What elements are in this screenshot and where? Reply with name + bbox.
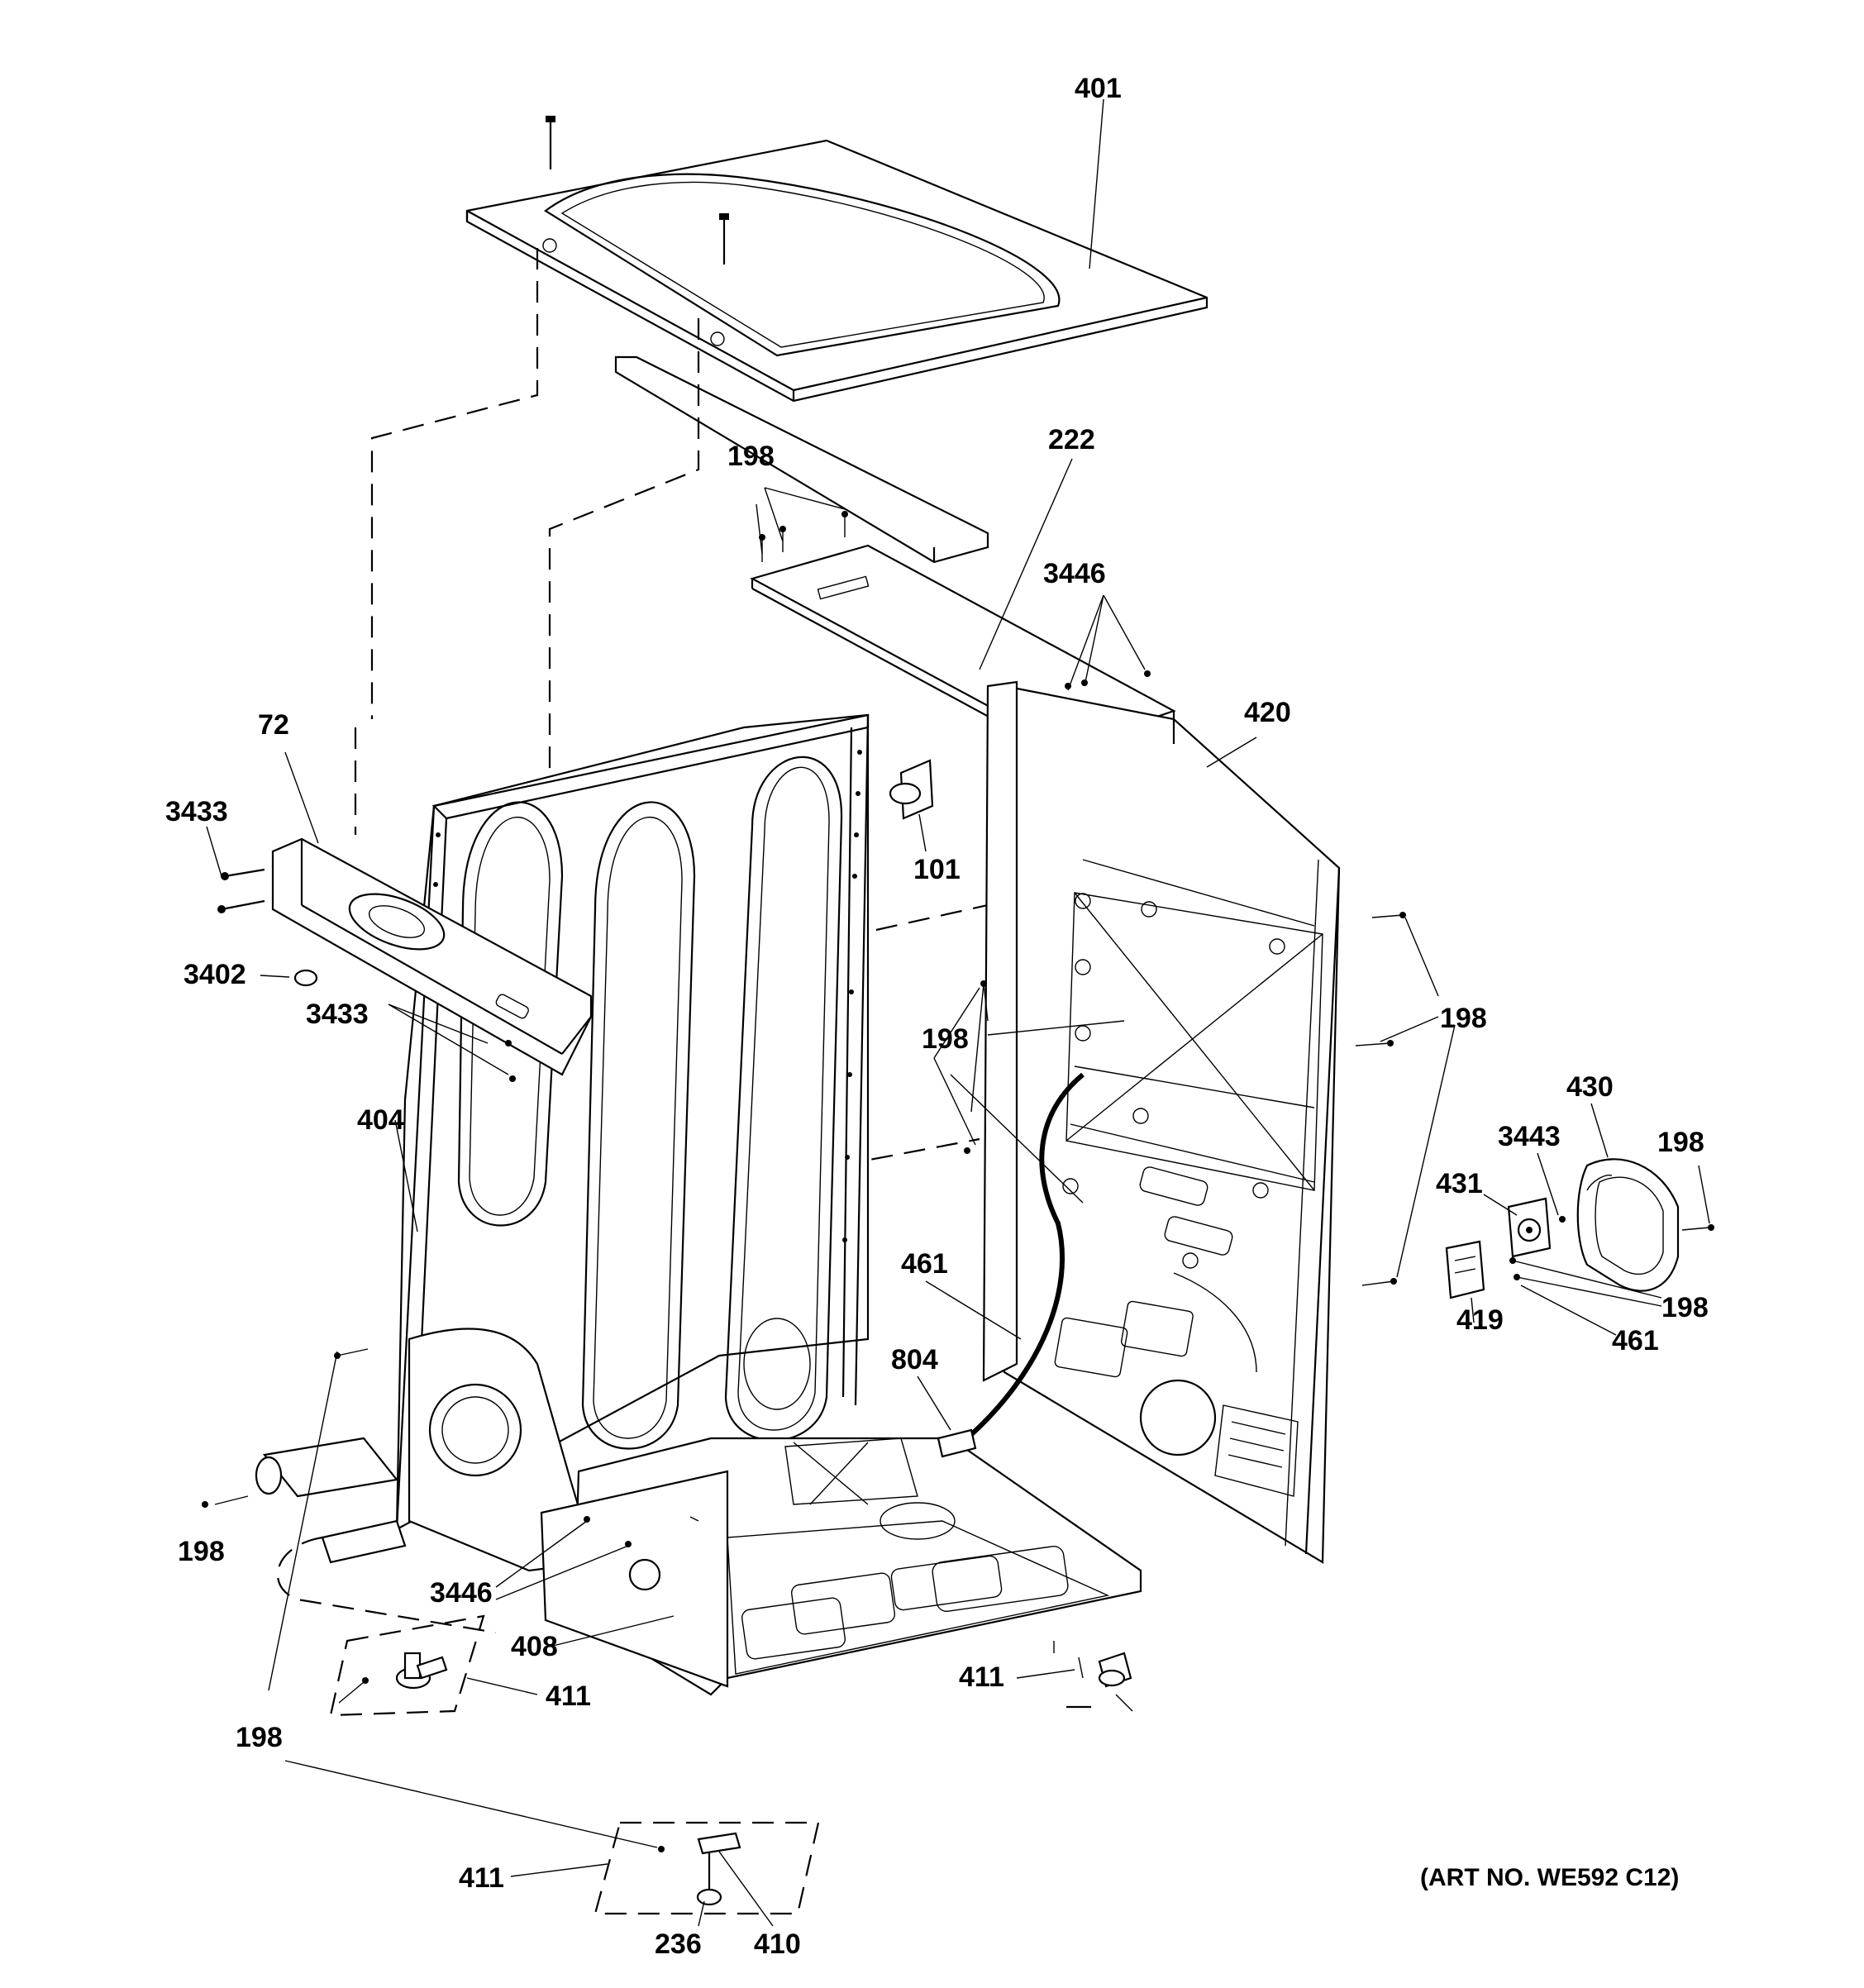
leveling-leg-411-left [395, 1652, 448, 1690]
label-461-left: 461 [901, 1248, 948, 1280]
label-198-bottom: 198 [236, 1722, 283, 1753]
label-3443: 3443 [1498, 1121, 1561, 1152]
terminal-101 [889, 759, 934, 820]
base-408 [540, 1437, 1142, 1696]
top-panel-401 [465, 139, 1209, 403]
label-404: 404 [357, 1104, 404, 1136]
label-3446-top: 3446 [1043, 558, 1106, 589]
label-198-r2: 198 [1661, 1292, 1709, 1323]
label-198-mid: 198 [922, 1023, 969, 1055]
leveling-leg-411-bottom [696, 1832, 741, 1906]
label-198-right: 198 [1440, 1003, 1487, 1034]
cabinet-404 [395, 713, 870, 1572]
label-3446-bottom: 3446 [430, 1577, 493, 1609]
label-419: 419 [1456, 1304, 1504, 1336]
duct-430 [1576, 1158, 1680, 1292]
label-408: 408 [511, 1631, 558, 1662]
label-431: 431 [1436, 1168, 1483, 1199]
label-101: 101 [913, 854, 961, 885]
exhaust-duct [255, 1437, 407, 1564]
label-3402: 3402 [184, 959, 246, 990]
fuse-419 [1445, 1240, 1485, 1299]
leveling-leg-411-right [1098, 1652, 1132, 1688]
label-411-a: 411 [546, 1681, 591, 1712]
thermostat-431 [1507, 1197, 1552, 1258]
label-410: 410 [754, 1928, 801, 1960]
label-430: 430 [1566, 1071, 1614, 1103]
label-461-right: 461 [1612, 1325, 1659, 1356]
art-number: (ART NO. WE592 C12) [1420, 1864, 1680, 1891]
label-411-c: 411 [459, 1862, 504, 1894]
label-420: 420 [1244, 697, 1291, 728]
label-198-far: 198 [1657, 1127, 1704, 1158]
control-bracket-72 [271, 837, 593, 1076]
label-236: 236 [655, 1928, 702, 1960]
label-198-left: 198 [178, 1536, 225, 1567]
label-72: 72 [258, 709, 289, 741]
label-804: 804 [891, 1344, 938, 1375]
label-3433-a: 3433 [165, 796, 228, 827]
label-411-b: 411 [959, 1661, 1004, 1693]
label-222: 222 [1048, 424, 1095, 455]
label-401: 401 [1075, 73, 1122, 104]
label-3433-b: 3433 [306, 999, 369, 1030]
back-panel-420 [982, 680, 1341, 1564]
label-198-top: 198 [727, 441, 775, 472]
